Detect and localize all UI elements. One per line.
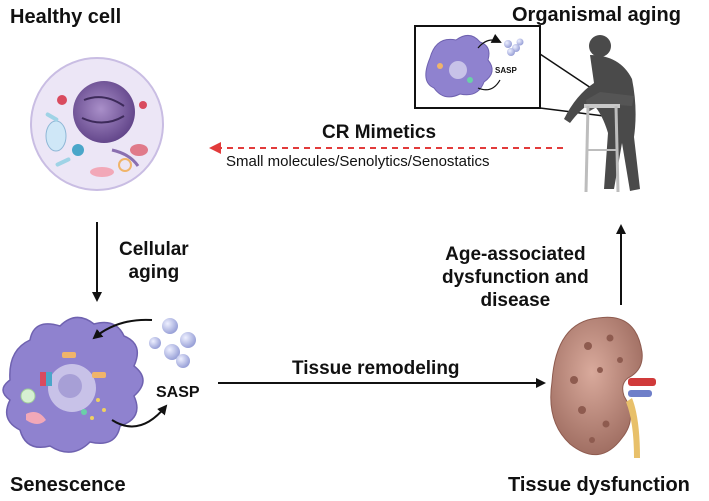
cellular-aging-line1: Cellular [119, 239, 189, 260]
healthy-cell-illustration [30, 57, 164, 191]
organismal-aging-label: Organismal aging [512, 4, 681, 26]
healthy-cell-label: Healthy cell [10, 6, 122, 28]
cellular-aging-line2: aging [128, 262, 180, 283]
cr-mimetics-label: CR Mimetics [322, 122, 437, 143]
kidney-illustration [550, 316, 656, 458]
small-molecules-label: Small molecules/Senolytics/Senostatics [226, 153, 490, 170]
senescence-label: Senescence [10, 474, 126, 496]
tissue-remodeling-label: Tissue remodeling [292, 358, 460, 379]
sasp-label: SASP [156, 384, 200, 401]
senescent-cell-illustration [2, 316, 144, 453]
sasp-uptake-arrow [92, 318, 153, 340]
sasp-secretion-arrow [111, 404, 168, 428]
age-associated-line2: dysfunction and [442, 267, 589, 288]
elderly-person-walker-icon [564, 35, 640, 193]
age-associated-line3: disease [480, 290, 551, 311]
cellular-aging-label: Cellular aging [119, 238, 189, 284]
age-associated-label: Age-associated dysfunction and disease [442, 243, 589, 312]
inset-sasp-label: SASP [495, 66, 517, 75]
tissue-dysfunction-label: Tissue dysfunction [508, 474, 690, 496]
sasp-beads-icon [149, 318, 196, 368]
age-associated-line1: Age-associated [445, 244, 586, 265]
inset-sasp-box [414, 25, 621, 119]
